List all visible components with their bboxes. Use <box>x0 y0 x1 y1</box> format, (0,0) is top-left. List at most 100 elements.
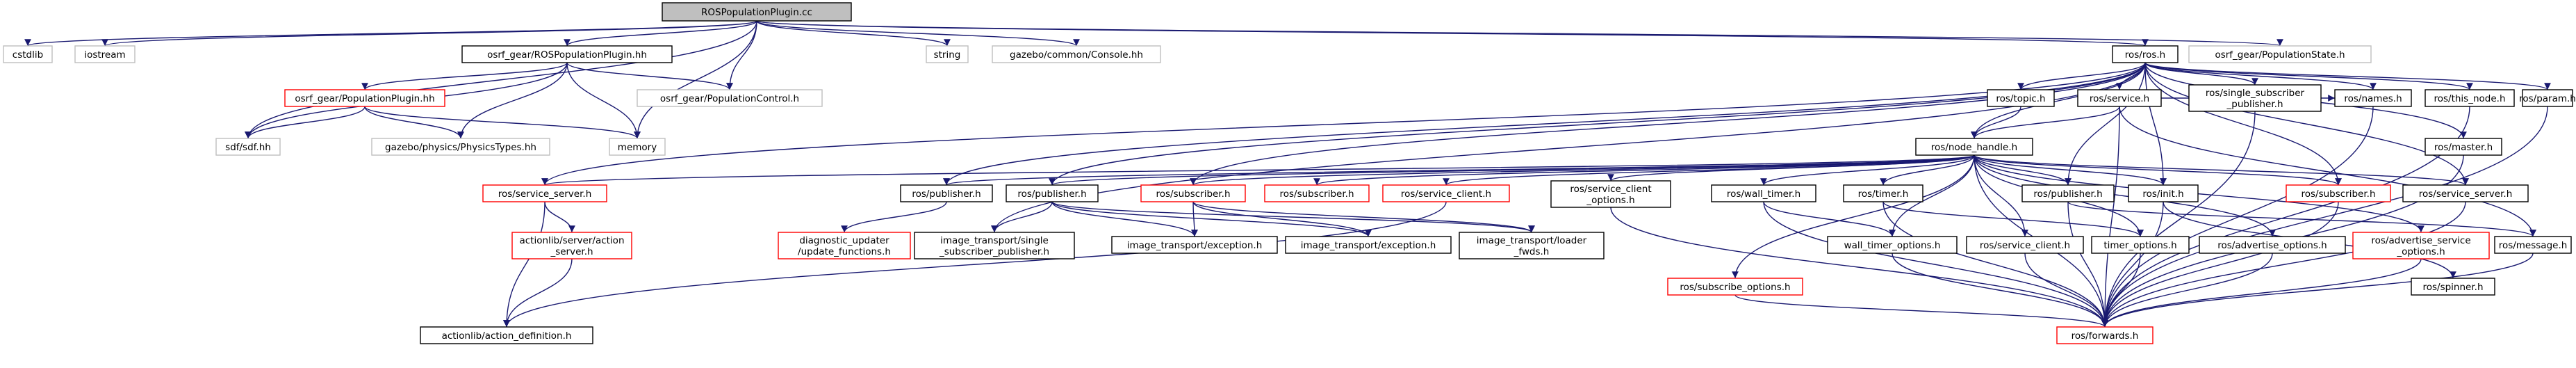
node-pop-control[interactable]: osrf_gear/PopulationControl.h <box>637 89 823 107</box>
edge-ros-h-to-init <box>2144 62 2167 186</box>
node-subscriber-red1[interactable]: ros/subscriber.h <box>1140 184 1246 202</box>
node-node-handle[interactable]: ros/node_handle.h <box>1915 138 2033 156</box>
node-action-definition[interactable]: actionlib/action_definition.h <box>420 326 593 344</box>
edge-param-to-forwards <box>2101 106 2548 328</box>
node-label: cstdlib <box>13 49 43 61</box>
node-box <box>2021 184 2115 202</box>
node-it-single-sub[interactable]: image_transport/single_subscriber_publis… <box>914 232 1075 259</box>
node-label: _subscriber_publisher.h <box>939 246 1049 257</box>
node-it-loader[interactable]: image_transport/loader_fwds.h <box>1459 232 1605 259</box>
node-subscriber-red2[interactable]: ros/subscriber.h <box>1264 184 1370 202</box>
node-sdf[interactable]: sdf/sdf.hh <box>215 138 281 156</box>
node-box <box>2128 184 2199 202</box>
edge-wall-timer-opts-to-forwards <box>1892 253 2108 328</box>
node-label: /update_functions.h <box>798 246 891 257</box>
node-master[interactable]: ros/master.h <box>2425 138 2502 156</box>
edge-ros-h-to-node-handle <box>1971 62 2146 139</box>
node-advertise-opts[interactable]: ros/advertise_options.h <box>2199 236 2346 254</box>
node-subscribe-opts[interactable]: ros/subscribe_options.h <box>1667 278 1803 296</box>
node-memory[interactable]: memory <box>609 138 666 156</box>
node-publisher-left[interactable]: ros/publisher.h <box>900 184 993 202</box>
edge-node-handle-to-subscriber-red2 <box>1313 154 1975 186</box>
node-ros-plugin-hh[interactable]: osrf_gear/ROSPopulationPlugin.hh <box>461 45 673 63</box>
node-advertise-service-opts[interactable]: ros/advertise_service_options.h <box>2352 232 2490 259</box>
edge-ros-h-to-service-server-right <box>2144 62 2469 186</box>
edge-publisher-right-to-forwards <box>2067 201 2108 328</box>
node-forwards[interactable]: ros/forwards.h <box>2056 326 2153 344</box>
node-box <box>461 45 673 63</box>
edge-root-to-gazebo-console <box>756 20 1080 47</box>
edge-pop-plugin-hh-to-sdf <box>245 106 366 139</box>
node-wall-timer-opts[interactable]: wall_timer_options.h <box>1827 236 1958 254</box>
node-physics-types[interactable]: gazebo/physics/PhysicsTypes.hh <box>371 138 550 156</box>
node-box <box>2199 236 2346 254</box>
node-box <box>1006 184 1099 202</box>
edge-publisher-left-to-diag-updater <box>841 201 947 233</box>
node-label: ros/ros.h <box>2125 49 2166 61</box>
node-init[interactable]: ros/init.h <box>2128 184 2199 202</box>
node-box <box>2188 84 2322 112</box>
node-wall-timer[interactable]: ros/wall_timer.h <box>1711 184 1816 202</box>
node-label: diagnostic_updater <box>799 235 889 246</box>
node-box <box>2091 236 2190 254</box>
node-box <box>371 138 550 156</box>
node-single-sub-pub[interactable]: ros/single_subscriber_publisher.h <box>2188 84 2322 112</box>
node-box <box>1987 89 2055 107</box>
node-publisher-mid[interactable]: ros/publisher.h <box>1006 184 1099 202</box>
node-label: ros/advertise_options.h <box>2217 240 2327 251</box>
node-layer: ROSPopulationPlugin.cc cstdlib iostream osr… <box>3 2 2576 344</box>
node-subscriber-red3[interactable]: ros/subscriber.h <box>2286 184 2391 202</box>
node-service[interactable]: ros/service.h <box>2077 89 2162 107</box>
node-message[interactable]: ros/message.h <box>2494 236 2572 254</box>
node-service-client-red[interactable]: ros/service_client.h <box>1382 184 1510 202</box>
node-service-server-red[interactable]: ros/service_server.h <box>482 184 607 202</box>
edge-publisher-right-to-message <box>2067 201 2536 237</box>
node-it-exception2[interactable]: image_transport/exception.h <box>1285 236 1452 254</box>
node-box <box>1550 180 1671 208</box>
node-label: ros/names.h <box>2344 93 2402 104</box>
node-iostream[interactable]: iostream <box>74 45 136 63</box>
node-box <box>482 184 607 202</box>
node-box <box>2286 184 2391 202</box>
edge-node-handle-to-service-client-opts <box>1607 154 1975 182</box>
node-names[interactable]: ros/names.h <box>2334 89 2412 107</box>
node-timer-opts[interactable]: timer_options.h <box>2091 236 2190 254</box>
node-spinner[interactable]: ros/spinner.h <box>2411 278 2495 296</box>
edge-ros-h-to-publisher-mid <box>1049 62 2146 186</box>
edge-subscriber-red3-to-forwards <box>2101 201 2339 328</box>
node-population-state[interactable]: osrf_gear/PopulationState.h <box>2188 45 2372 63</box>
node-box <box>420 326 593 344</box>
node-timer[interactable]: ros/timer.h <box>1843 184 1923 202</box>
edge-service-server-red-to-actionlib-server <box>544 201 575 233</box>
node-publisher-right[interactable]: ros/publisher.h <box>2021 184 2115 202</box>
edge-node-handle-to-service-client2 <box>1974 154 2028 237</box>
node-this-node[interactable]: ros/this_node.h <box>2425 89 2515 107</box>
edge-wall-timer-to-wall-timer-opts <box>1763 201 1896 237</box>
node-cstdlib[interactable]: cstdlib <box>3 45 53 63</box>
node-root[interactable]: ROSPopulationPlugin.cc <box>662 2 852 22</box>
node-topic[interactable]: ros/topic.h <box>1987 89 2055 107</box>
node-label: ros/publisher.h <box>2033 189 2102 200</box>
node-pop-plugin-hh[interactable]: osrf_gear/PopulationPlugin.hh <box>284 89 445 107</box>
node-it-exception1[interactable]: image_transport/exception.h <box>1111 236 1278 254</box>
node-service-client2[interactable]: ros/service_client.h <box>1966 236 2084 254</box>
node-diag-updater[interactable]: diagnostic_updater/update_functions.h <box>778 232 911 259</box>
node-actionlib-server[interactable]: actionlib/server/action_server.h <box>511 232 632 259</box>
node-service-client-opts[interactable]: ros/service_client_options.h <box>1550 180 1671 208</box>
edge-timer-opts-to-forwards <box>2101 253 2141 328</box>
edge-ros-h-to-publisher-left <box>943 62 2146 186</box>
node-ros-h[interactable]: ros/ros.h <box>2112 45 2179 63</box>
edge-init-to-forwards <box>2101 201 2164 328</box>
node-label: osrf_gear/PopulationState.h <box>2215 49 2345 61</box>
node-service-server-right[interactable]: ros/service_server.h <box>2402 184 2529 202</box>
node-param[interactable]: ros/param.h <box>2519 89 2576 107</box>
edge-node-handle-to-timer <box>1880 154 1975 186</box>
node-label: wall_timer_options.h <box>1844 240 1941 251</box>
node-label: ros/message.h <box>2499 240 2568 251</box>
node-label: ros/subscriber.h <box>1279 189 1354 200</box>
node-string[interactable]: string <box>926 45 969 63</box>
node-box <box>1711 184 1816 202</box>
node-gazebo-console[interactable]: gazebo/common/Console.hh <box>992 45 1161 63</box>
node-box <box>778 232 911 259</box>
